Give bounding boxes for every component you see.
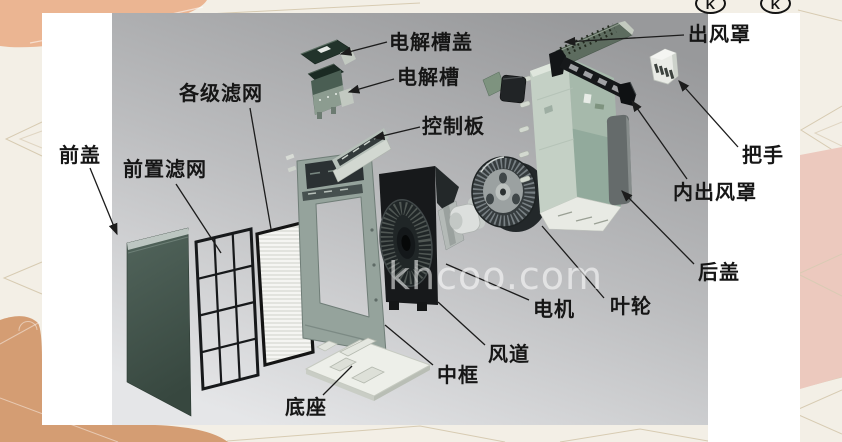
label-filter-stages: 各级滤网: [179, 83, 263, 105]
inner-air-outlet-cover-part: [549, 49, 637, 106]
electrolytic-tank-part: [307, 63, 354, 119]
duct-fan-disc: [379, 199, 433, 287]
label-handle: 把手: [742, 145, 784, 167]
pre-filter-part: [194, 227, 260, 391]
label-control-board: 控制板: [422, 116, 485, 138]
base-part: [304, 337, 432, 401]
label-back-cover: 后盖: [698, 262, 740, 284]
impeller-part: [471, 156, 548, 232]
label-middle-frame: 中框: [437, 365, 479, 387]
motor-part: [437, 197, 486, 251]
circled-k-logo: K: [695, 0, 726, 14]
capacitor-box-part: [482, 71, 527, 104]
handle-part: [649, 48, 679, 85]
front-cover-part: [126, 227, 192, 417]
pink-side-shape: [796, 147, 842, 389]
label-impeller: 叶轮: [610, 296, 652, 318]
label-electrolytic-tank-cover: 电解槽盖: [389, 32, 473, 54]
label-air-duct: 风道: [488, 344, 530, 366]
label-air-outlet-cover: 出风罩: [688, 24, 751, 46]
watermark-text: khcoo.com: [388, 254, 604, 298]
label-electrolytic-tank: 电解槽: [397, 67, 460, 89]
label-motor: 电机: [533, 299, 575, 321]
leader-lines: [89, 34, 739, 396]
label-inner-air-outlet-cover: 内出风罩: [673, 182, 757, 204]
label-pre-filter: 前置滤网: [123, 159, 207, 181]
white-slide-area-bottom: [708, 425, 800, 442]
circled-k-logo: K: [760, 0, 791, 14]
filter-stages-part: [255, 219, 315, 368]
label-base: 底座: [285, 397, 327, 419]
tan-corner-shape: [0, 316, 228, 442]
label-front-cover: 前盖: [59, 145, 101, 167]
